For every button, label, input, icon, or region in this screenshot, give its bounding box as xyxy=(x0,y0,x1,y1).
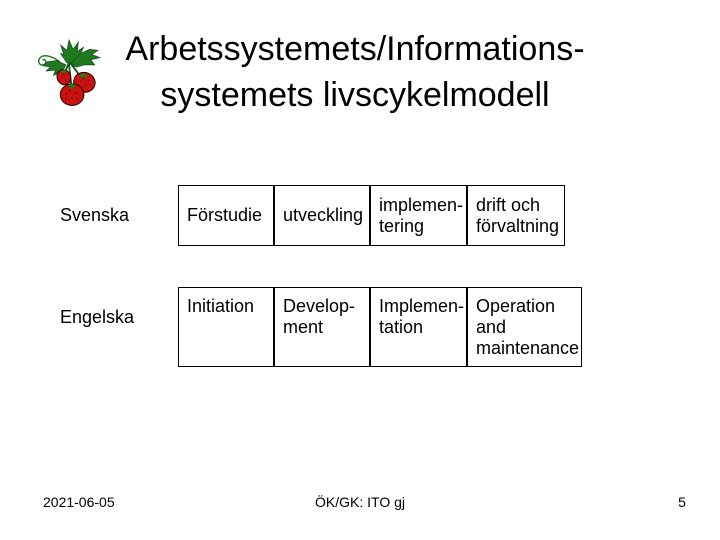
lifecycle-row-svenska: Förstudie utveckling implemen- tering dr… xyxy=(178,185,565,246)
cell-implementering: implemen- tering xyxy=(370,185,467,246)
footer-credit: ÖK/GK: ITO gj xyxy=(315,494,405,510)
footer-page-number: 5 xyxy=(678,494,686,510)
slide-title: Arbetssystemets/Informations- systemets … xyxy=(125,30,585,114)
cell-operation-maintenance: Operation and maintenance xyxy=(467,287,582,367)
row-label-svenska: Svenska xyxy=(60,205,130,225)
footer-date: 2021-06-05 xyxy=(43,494,115,510)
cell-drift-forvaltning: drift och förvaltning xyxy=(467,185,565,246)
cell-initiation: Initiation xyxy=(178,287,274,367)
cell-utveckling: utveckling xyxy=(274,185,370,246)
cell-implementation: Implemen- tation xyxy=(370,287,467,367)
strawberries-icon xyxy=(38,38,102,106)
lifecycle-row-engelska: Initiation Develop- ment Implemen- tatio… xyxy=(178,287,582,367)
cell-forstudie: Förstudie xyxy=(178,185,274,246)
row-label-engelska: Engelska xyxy=(60,307,135,327)
cell-development: Develop- ment xyxy=(274,287,370,367)
